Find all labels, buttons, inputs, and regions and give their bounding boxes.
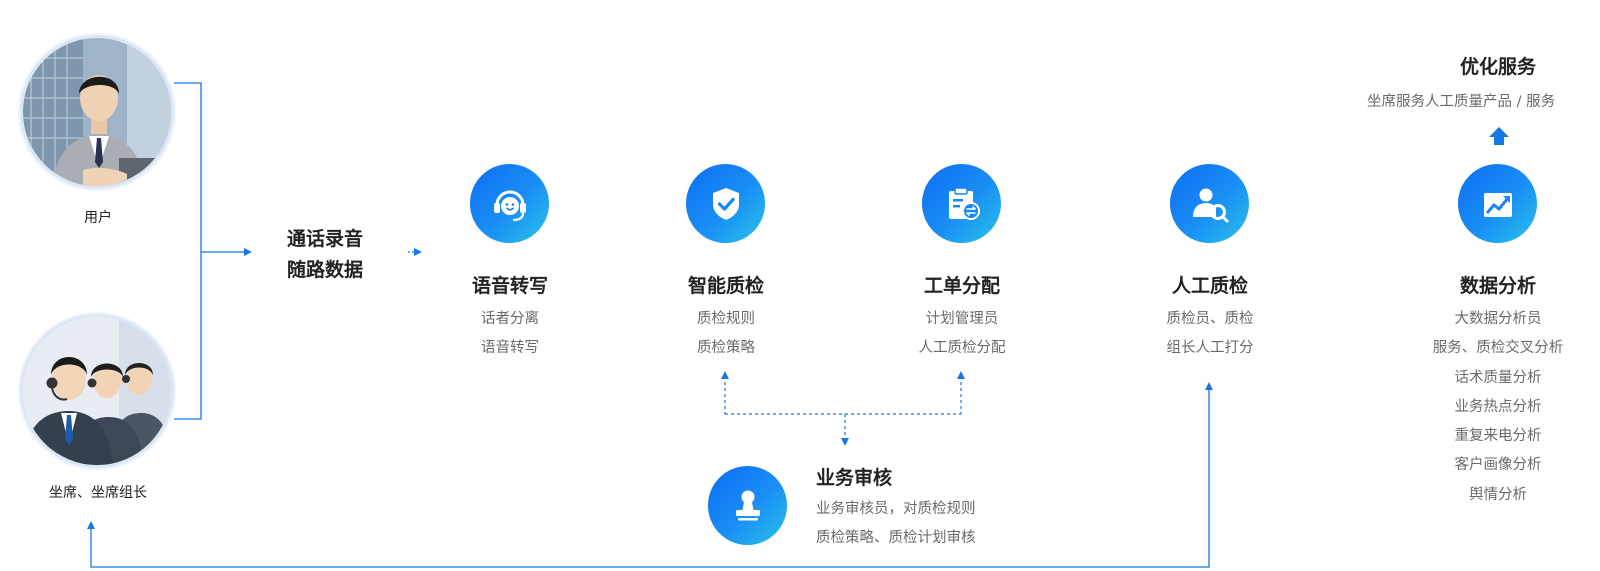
- analysis-step-icon-circle: [1458, 164, 1537, 243]
- speech-step-title: 语音转写: [471, 275, 548, 297]
- smart-qa-step-title: 智能质检: [687, 275, 764, 297]
- ticket-step-lines: 计划管理员 人工质检分配: [842, 305, 1082, 364]
- manual-qa-step-lines: 质检员、质检 组长人工打分: [1090, 305, 1330, 364]
- user-label: 用户: [84, 210, 112, 226]
- source-line-recording: 通话录音: [287, 228, 364, 250]
- agents-label: 坐席、坐席组长: [49, 485, 147, 501]
- speech-step-line: 话者分离: [481, 311, 539, 327]
- analysis-step-line: 客户画像分析: [1454, 457, 1542, 474]
- speech-step-line: 语音转写: [481, 340, 539, 357]
- analysis-step-lines: 大数据分析员 服务、质检交叉分析 话术质量分析 业务热点分析 重复来电分析 客户…: [1378, 305, 1600, 510]
- analysis-step-line: 服务、质检交叉分析: [1432, 340, 1564, 357]
- manual-qa-step-line: 组长人工打分: [1166, 340, 1254, 357]
- analysis-step-line: 话术质量分析: [1454, 369, 1542, 386]
- analysis-step-line: 大数据分析员: [1454, 311, 1542, 327]
- smart-qa-step-icon-circle: [686, 164, 765, 243]
- ticket-step-title: 工单分配: [923, 275, 1000, 297]
- analysis-step-line: 业务热点分析: [1454, 398, 1542, 415]
- analysis-step-line: 舆情分析: [1469, 486, 1527, 503]
- ticket-step-line: 人工质检分配: [918, 340, 1006, 357]
- speech-step-lines: 话者分离 语音转写: [390, 305, 630, 364]
- user-search-icon: [1192, 188, 1228, 222]
- audit-icon-circle: [708, 466, 787, 545]
- source-line-data: 随路数据: [287, 259, 364, 281]
- manual-qa-step-icon-circle: [1170, 164, 1249, 243]
- stamp-icon: [735, 490, 760, 520]
- audit-line: 业务审核员，对质检规则: [816, 501, 976, 517]
- audit-line: 质检策略、质检计划审核: [816, 530, 976, 547]
- shield-check-icon: [712, 187, 739, 220]
- analysis-step-title: 数据分析: [1459, 275, 1536, 297]
- ticket-step-icon-circle: [922, 164, 1001, 243]
- smart-qa-step-line: 质检规则: [697, 311, 755, 327]
- trend-chart-icon: [1483, 192, 1512, 217]
- smart-qa-step-lines: 质检规则 质检策略: [606, 305, 846, 364]
- optimize-title: 优化服务: [1459, 56, 1536, 78]
- analysis-step-line: 重复来电分析: [1454, 428, 1542, 445]
- manual-qa-step-line: 质检员、质检: [1166, 311, 1254, 327]
- manual-qa-step-title: 人工质检: [1171, 275, 1248, 297]
- agents-avatar: [20, 314, 174, 468]
- source-label: 通话录音 随路数据: [287, 224, 363, 286]
- clipboard-transfer-icon: [948, 186, 980, 220]
- smart-qa-step-line: 质检策略: [697, 340, 755, 357]
- headset-smile-icon: [493, 190, 526, 221]
- speech-step-icon-circle: [470, 164, 549, 243]
- ticket-step-line: 计划管理员: [925, 311, 999, 327]
- audit-lines: 业务审核员，对质检规则 质检策略、质检计划审核: [816, 495, 976, 554]
- optimize-subtitle: 坐席服务人工质量产品 / 服务: [1367, 94, 1556, 110]
- audit-title: 业务审核: [816, 467, 893, 489]
- user-avatar: [20, 35, 174, 189]
